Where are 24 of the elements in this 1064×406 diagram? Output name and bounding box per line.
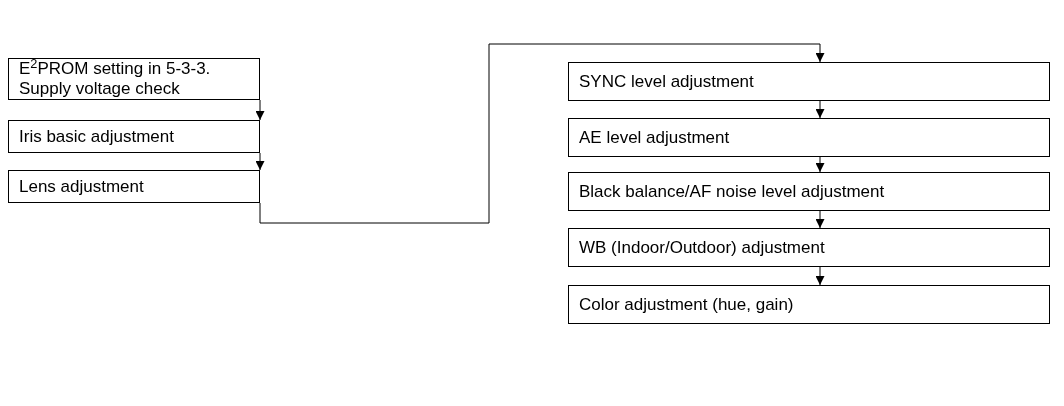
box-text: Lens adjustment bbox=[19, 176, 145, 197]
arrow bbox=[259, 43, 825, 224]
arrow bbox=[815, 210, 825, 229]
box-text: Color adjustment (hue, gain) bbox=[579, 294, 795, 315]
box-text: E$^{2}$PROM setting in 5-3-3. bbox=[19, 59, 212, 79]
box-text: Iris basic adjustment bbox=[19, 126, 175, 147]
box-text: AE level adjustment bbox=[579, 127, 731, 148]
arrow bbox=[255, 99, 265, 121]
arrow bbox=[815, 100, 825, 119]
process-box bbox=[568, 285, 1050, 324]
process-box bbox=[8, 58, 260, 100]
process-box bbox=[568, 118, 1050, 157]
process-box bbox=[568, 62, 1050, 101]
process-box bbox=[8, 120, 260, 153]
process-box bbox=[568, 228, 1050, 267]
box-text: Supply voltage check bbox=[19, 79, 181, 99]
box-text: SYNC level adjustment bbox=[579, 71, 755, 92]
arrow bbox=[255, 152, 265, 171]
arrow bbox=[815, 156, 825, 173]
process-box bbox=[568, 172, 1050, 211]
box-text: Black balance/AF noise level adjustment bbox=[579, 181, 886, 202]
process-box bbox=[8, 170, 260, 203]
arrow bbox=[815, 266, 825, 286]
box-text: WB (Indoor/Outdoor) adjustment bbox=[579, 237, 826, 258]
